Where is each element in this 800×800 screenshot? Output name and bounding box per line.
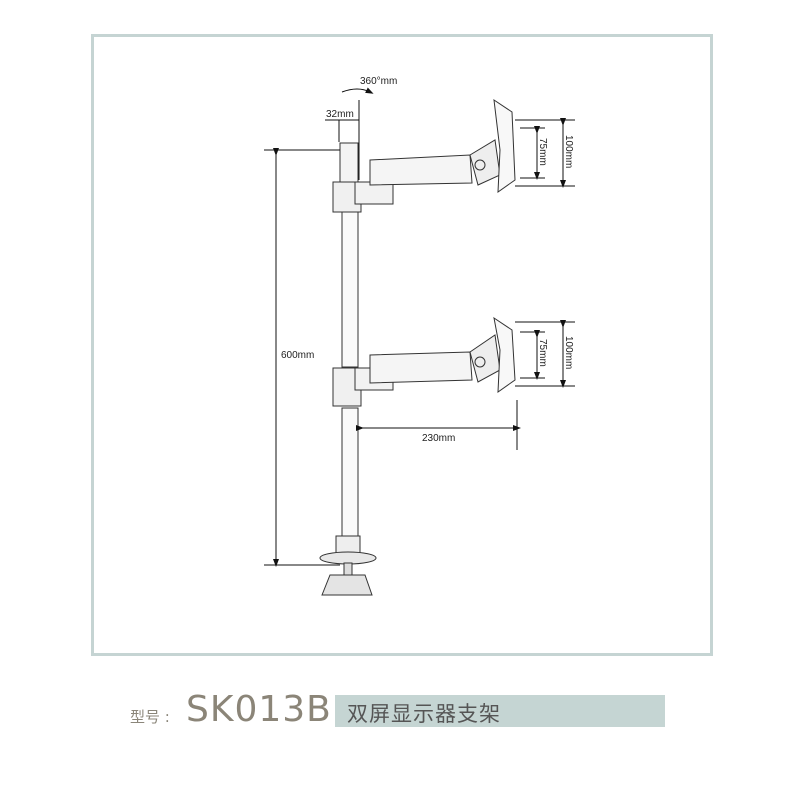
- model-prefix: 型号 :: [130, 708, 170, 726]
- upper-vesa-outer-label: 100mm: [563, 135, 574, 168]
- product-name: 双屏显示器支架: [347, 702, 501, 726]
- arm-reach-label: 230mm: [422, 433, 455, 444]
- pole-diameter-label: 32mm: [326, 109, 354, 120]
- caption: 型号 : SK013B 双屏显示器支架: [130, 690, 670, 730]
- upper-vesa-inner-label: 75mm: [537, 138, 548, 166]
- diagram-frame: [91, 34, 713, 656]
- lower-vesa-outer-label: 100mm: [563, 336, 574, 369]
- rotation-label: 360°mm: [360, 76, 397, 87]
- product-name-bar: 双屏显示器支架: [335, 695, 665, 727]
- height-label: 600mm: [281, 350, 314, 361]
- upper-arm: [354, 98, 516, 205]
- lower-arm: [354, 316, 516, 393]
- dimension-lines: [264, 87, 575, 567]
- model-number: SK013B: [186, 689, 332, 730]
- lower-vesa-inner-label: 75mm: [537, 339, 548, 367]
